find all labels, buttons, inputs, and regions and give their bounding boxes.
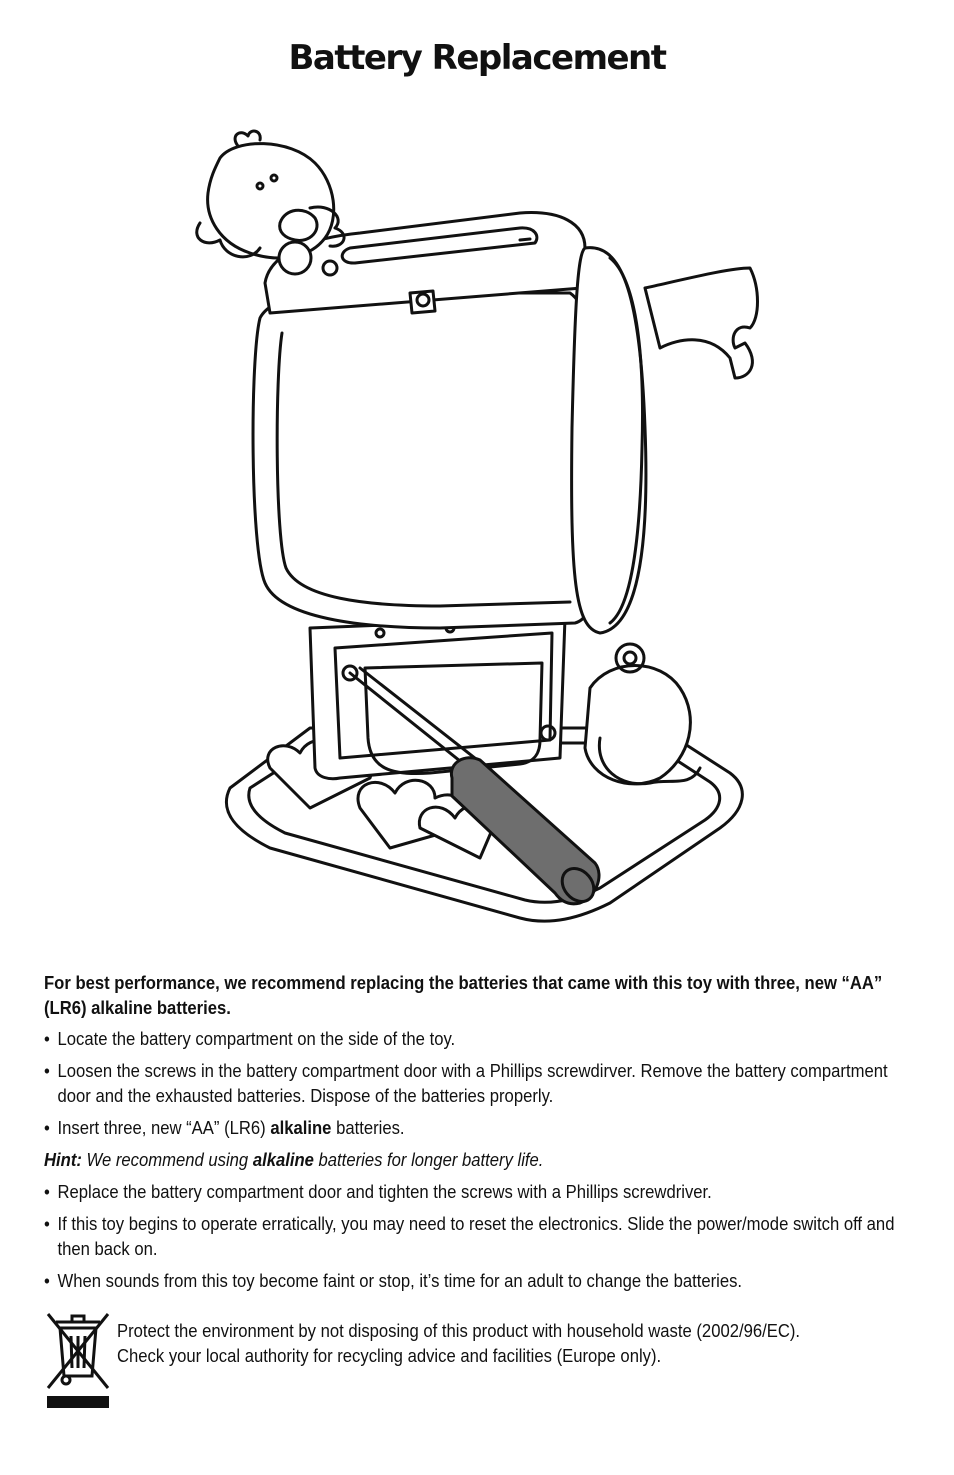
list-item: Replace the battery compartment door and… <box>44 1179 920 1204</box>
steps-list-b: Replace the battery compartment door and… <box>44 1179 920 1293</box>
list-item: Locate the battery compartment on the si… <box>44 1026 920 1051</box>
list-item: When sounds from this toy become faint o… <box>44 1268 920 1293</box>
toy-battery-illustration <box>195 129 759 923</box>
list-item: If this toy begins to operate erraticall… <box>44 1211 920 1261</box>
instructions: For best performance, we recommend repla… <box>44 970 920 1300</box>
environment-line-1: Protect the environment by not disposing… <box>117 1320 801 1341</box>
list-item: Loosen the screws in the battery compart… <box>44 1058 920 1108</box>
steps-list-a: Locate the battery compartment on the si… <box>44 1026 920 1140</box>
intro-text: For best performance, we recommend repla… <box>44 972 883 1018</box>
crossed-out-wheelie-bin-icon <box>46 1313 110 1408</box>
environment-notice: Protect the environment by not disposing… <box>117 1318 918 1368</box>
environment-line-2: Check your local authority for recycling… <box>117 1345 662 1366</box>
page-title: Battery Replacement <box>288 38 667 78</box>
list-item: Insert three, new “AA” (LR6) alkaline ba… <box>44 1115 920 1140</box>
hint-text: Hint: We recommend using alkaline batter… <box>44 1149 544 1170</box>
